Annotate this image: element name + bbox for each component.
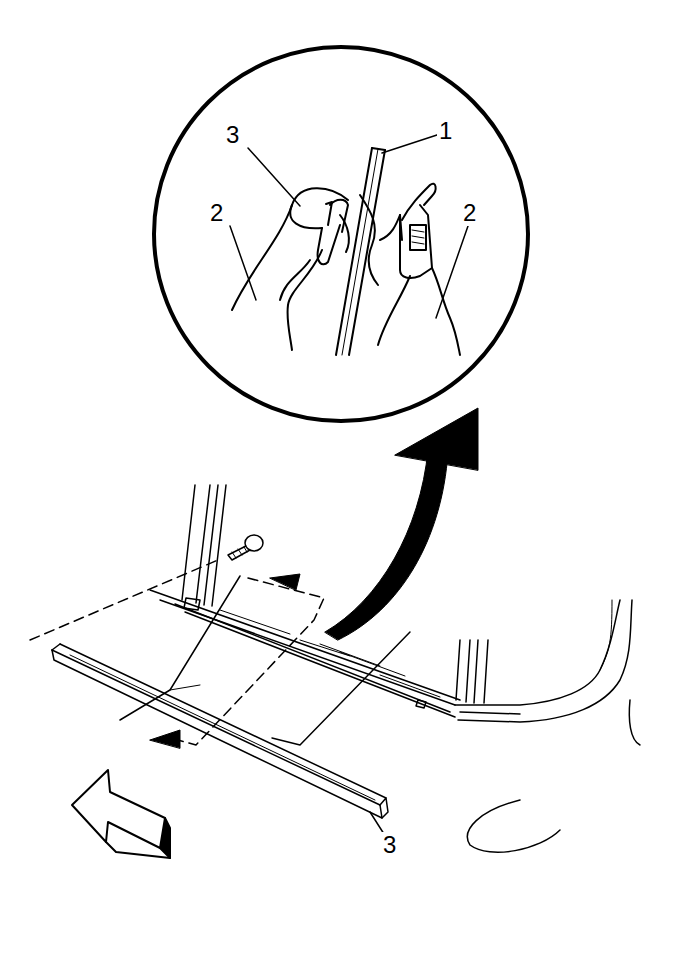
callout-number: 2: [208, 200, 225, 226]
detail-arrow: [325, 450, 448, 640]
detail-arrowhead: [395, 408, 478, 470]
leader-lines: [230, 134, 468, 834]
door-illustration: [52, 485, 640, 852]
detail-section: [232, 148, 460, 355]
callout-number: 3: [224, 122, 241, 148]
detail-circle: [154, 47, 528, 421]
callout-number: 1: [437, 118, 454, 144]
callout-number: 3: [381, 832, 398, 858]
guide-arrow: [150, 730, 180, 748]
install-guide: [30, 560, 324, 745]
forward-arrow: [72, 770, 170, 858]
callout-number: 2: [461, 200, 478, 226]
guide-arrow: [270, 574, 300, 590]
screw: [228, 535, 263, 560]
